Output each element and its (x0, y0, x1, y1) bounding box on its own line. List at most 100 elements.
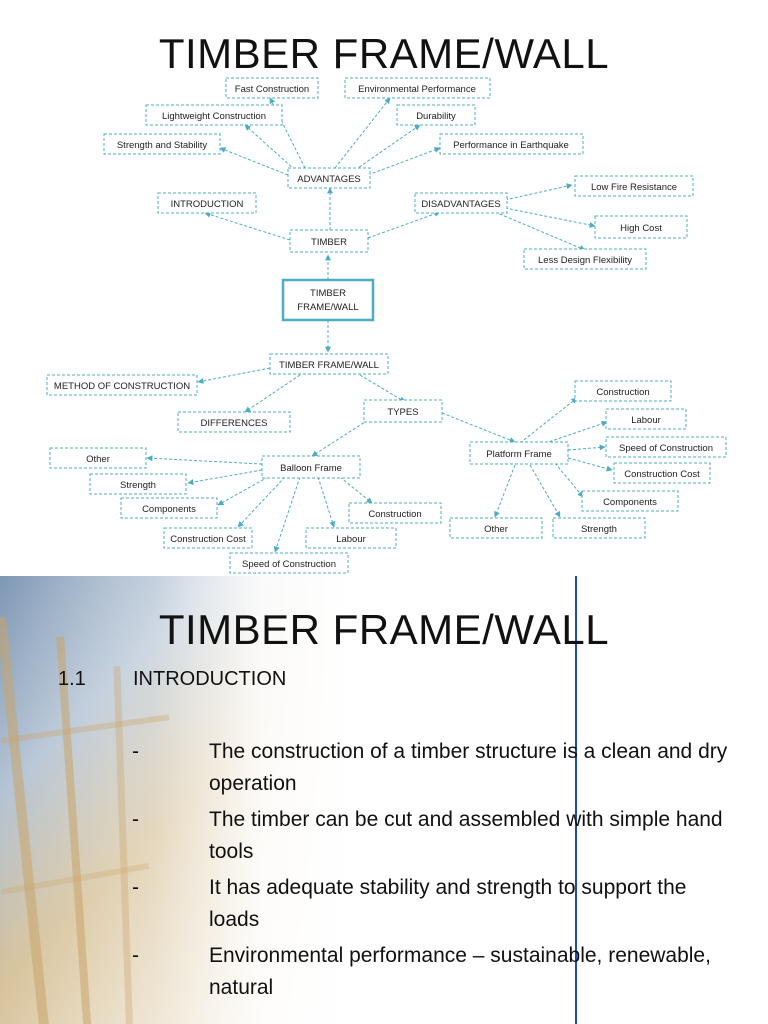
svg-text:ADVANTAGES: ADVANTAGES (297, 174, 361, 185)
edge-adv-env (334, 97, 391, 169)
slide1-title: TIMBER FRAME/WALL (158, 30, 610, 77)
bullet-text: The construction of a timber structure i… (209, 740, 728, 795)
edge-types-platform (441, 412, 516, 443)
bullet-item: - The construction of a timber structure… (132, 736, 732, 800)
edge-bf-other (146, 455, 263, 465)
svg-text:Speed of Construction: Speed of Construction (619, 443, 713, 454)
node-pf-components: Components (581, 490, 679, 512)
svg-text:METHOD OF CONSTRUCTION: METHOD OF CONSTRUCTION (54, 381, 190, 392)
svg-text:TYPES: TYPES (387, 407, 418, 418)
node-bf-components: Components (120, 497, 218, 519)
svg-text:Fast Construction: Fast Construction (235, 84, 309, 95)
edge-timber-disadvantages (367, 211, 441, 239)
edge-pf-other (494, 464, 516, 518)
edge-pf-strength (529, 464, 561, 518)
bullet-dash: - (132, 944, 139, 967)
edge-pf-labour (539, 420, 608, 446)
node-center-line2: FRAME/WALL (297, 302, 358, 313)
edge-pf-speed (567, 444, 606, 451)
svg-text:DISADVANTAGES: DISADVANTAGES (421, 199, 500, 210)
bullet-item: - Environmental performance – sustainabl… (132, 940, 732, 1004)
node-types: TYPES (363, 399, 443, 423)
node-introduction: INTRODUCTION (157, 192, 257, 214)
node-strength-and-stability: Strength and Stability (103, 133, 221, 155)
svg-text:Components: Components (142, 504, 196, 515)
edge-bf-speed (273, 476, 301, 553)
node-platform-frame: Platform Frame (469, 441, 569, 465)
node-bf-construction: Construction (348, 502, 442, 524)
svg-text:Construction Cost: Construction Cost (170, 534, 246, 545)
section-title: INTRODUCTION (133, 668, 287, 690)
node-less-design-flexibility: Less Design Flexibility (523, 248, 647, 270)
node-pf-strength: Strength (552, 517, 646, 539)
node-bf-construction-cost: Construction Cost (163, 527, 253, 549)
edge-dis-flex (494, 211, 586, 251)
node-bf-speed-of-construction: Speed of Construction (229, 552, 349, 574)
svg-text:Balloon Frame: Balloon Frame (280, 463, 342, 474)
svg-text:Construction: Construction (368, 509, 421, 520)
bullet-text: The timber can be cut and assembled with… (209, 808, 723, 863)
edge-timber-introduction (204, 211, 291, 241)
mindmap-diagram: TIMBER FRAME/WALL TIMBER INTRODUCTION AD… (46, 77, 727, 574)
edge-dis-fire (504, 183, 573, 201)
bullet-dash: - (132, 740, 139, 763)
node-differences: DIFFERENCES (177, 411, 291, 433)
bullet-item: - The timber can be cut and assembled wi… (132, 804, 732, 868)
svg-text:Durability: Durability (416, 111, 456, 122)
node-pf-speed-of-construction: Speed of Construction (605, 436, 727, 458)
slide-mindmap: TIMBER FRAME/WALL (46, 30, 727, 574)
node-pf-labour: Labour (605, 408, 687, 430)
node-high-cost: High Cost (594, 215, 688, 239)
node-bf-strength: Strength (89, 473, 187, 495)
node-environmental-performance: Environmental Performance (344, 77, 491, 99)
edge-adv-strength (219, 147, 289, 176)
edge-frame-differences (244, 374, 301, 413)
mindmap-edges (146, 97, 613, 553)
svg-text:Construction Cost: Construction Cost (624, 469, 700, 480)
svg-text:Other: Other (86, 454, 110, 465)
edge-bf-strength (187, 469, 263, 486)
mindmap-nodes: TIMBER FRAME/WALL TIMBER INTRODUCTION AD… (46, 77, 727, 574)
svg-text:Components: Components (603, 497, 657, 508)
node-bf-other: Other (49, 447, 147, 469)
node-center-line1: TIMBER (310, 288, 346, 299)
background-photo (0, 576, 768, 1024)
edge-pf-cost (567, 457, 613, 472)
node-low-fire-resistance: Low Fire Resistance (574, 175, 694, 197)
edge-frame-types (359, 374, 406, 403)
node-timber-frame-wall: TIMBER FRAME/WALL (269, 353, 389, 375)
svg-text:Lightweight Construction: Lightweight Construction (162, 111, 266, 122)
svg-text:Platform Frame: Platform Frame (486, 449, 551, 460)
edge-bf-labour (317, 476, 336, 528)
svg-text:Construction: Construction (596, 387, 649, 398)
svg-text:Less Design Flexibility: Less Design Flexibility (538, 255, 632, 266)
node-pf-construction-cost: Construction Cost (613, 462, 711, 484)
slide2-title: TIMBER FRAME/WALL (158, 606, 610, 653)
svg-text:Low Fire Resistance: Low Fire Resistance (591, 182, 677, 193)
bullet-dash: - (132, 876, 139, 899)
bullet-text: Environmental performance – sustainable,… (209, 944, 711, 999)
node-lightweight-construction: Lightweight Construction (145, 104, 283, 126)
svg-text:TIMBER: TIMBER (311, 237, 347, 248)
svg-text:Performance in Earthquake: Performance in Earthquake (453, 140, 569, 151)
accent-divider-line (575, 576, 577, 1024)
edge-bf-cost (237, 476, 286, 528)
bullet-text: It has adequate stability and strength t… (209, 876, 687, 931)
bullet-dash: - (132, 808, 139, 831)
svg-text:High Cost: High Cost (620, 223, 662, 234)
svg-text:Strength: Strength (120, 480, 156, 491)
svg-text:Speed of Construction: Speed of Construction (242, 559, 336, 570)
svg-text:Other: Other (484, 524, 508, 535)
bullet-list: - The construction of a timber structure… (132, 736, 732, 1008)
edge-adv-light (244, 124, 296, 171)
edge-adv-earthquake (367, 147, 441, 176)
section-number: 1.1 (58, 668, 86, 690)
svg-text:Labour: Labour (336, 534, 366, 545)
edge-frame-method (197, 367, 271, 384)
edge-pf-construction (519, 397, 578, 444)
svg-text:Strength: Strength (581, 524, 617, 535)
node-disadvantages: DISADVANTAGES (414, 192, 508, 214)
svg-text:TIMBER FRAME/WALL: TIMBER FRAME/WALL (279, 360, 379, 371)
node-pf-construction: Construction (574, 380, 672, 402)
node-pf-other: Other (449, 517, 543, 539)
